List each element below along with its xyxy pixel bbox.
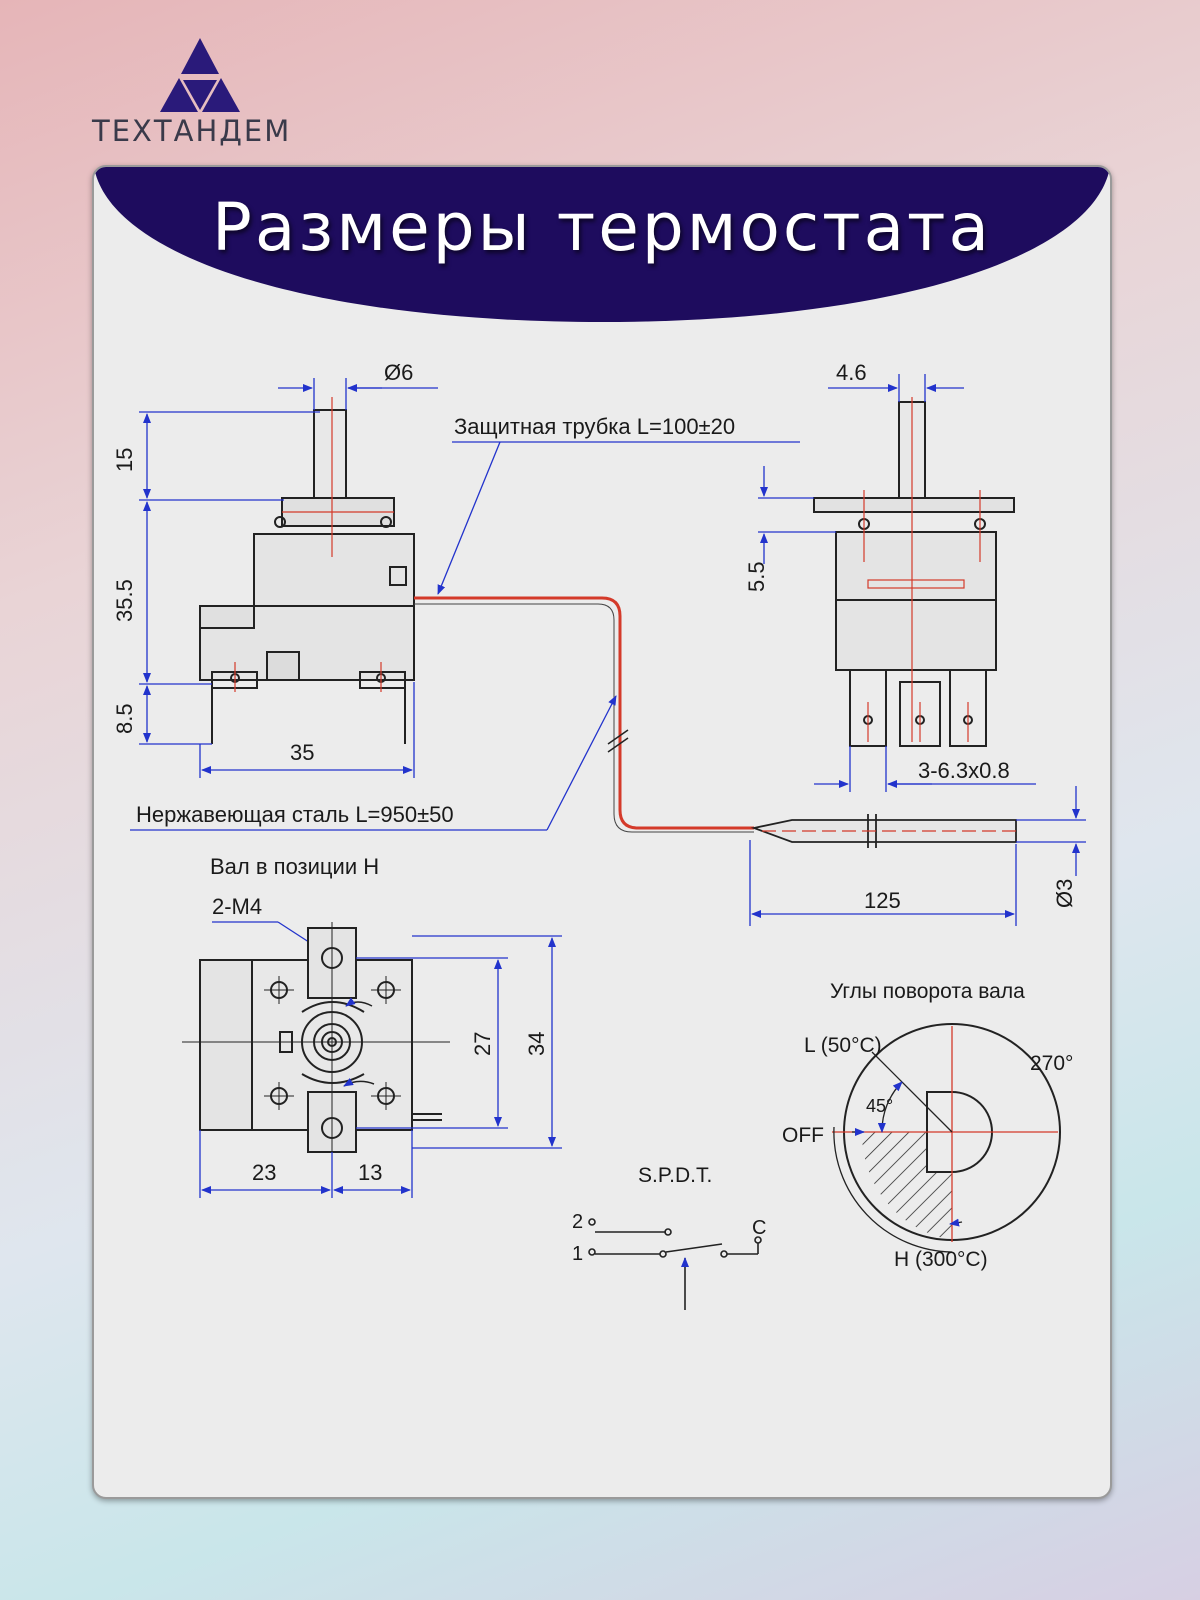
label-dim-23: 23 [252,1160,276,1185]
brand-name: ТЕХТАНДЕМ [92,114,292,148]
break-mark-2 [607,737,629,753]
rotation-angles [832,1023,1061,1253]
bottom-view-dimensions [199,935,562,1198]
logo-center-triangle [183,80,217,110]
title-banner [94,167,1110,322]
label-angle-270: 270° [1030,1052,1073,1075]
label-off-position: OFF [782,1124,824,1147]
label-dim-15: 15 [112,448,137,472]
label-shaft-width: 4.6 [836,360,867,385]
label-dim-35: 35 [290,740,314,765]
label-protective-tube: Защитная трубка L=100±20 [454,414,735,439]
label-dim-34: 34 [524,1032,549,1056]
label-dim-8-5: 8.5 [112,703,137,734]
break-mark-1 [607,729,629,745]
label-dim-5-5: 5.5 [744,561,769,592]
label-angle-45: 45° [866,1096,893,1116]
dimension-lines [139,374,1086,926]
label-rotation-title: Углы поворота вала [830,980,1025,1003]
label-bulb-length: 125 [864,888,901,913]
label-contact-c: C [752,1217,766,1239]
label-terminals: 3-6.3x0.8 [918,758,1010,783]
brand-logo [160,38,240,112]
bottom-view-centerlines [182,922,450,1162]
logo-left-triangle [160,78,198,112]
spdt-schematic [588,1218,762,1310]
label-dim-35-5: 35.5 [112,579,137,622]
side-view [813,401,1015,747]
diagram-card: Размеры термостата [92,165,1112,1499]
label-screws: 2-M4 [212,894,262,919]
label-low-position: L (50°C) [804,1034,882,1057]
page-title: Размеры термостата [212,189,992,266]
label-spdt-title: S.P.D.T. [638,1164,712,1187]
thermostat-drawing: Ø6 Защитная трубка L=100±20 15 35.5 8.5 … [112,360,1086,1310]
label-high-position: H (300°C) [894,1248,988,1271]
leader-lines [130,441,800,971]
label-contact-1: 1 [572,1243,583,1265]
front-view [199,409,415,744]
capillary-tube [414,596,754,830]
label-shaft-diameter: Ø6 [384,360,413,385]
rotation-arrow-lower [343,1078,375,1087]
logo-top-triangle [181,38,219,74]
side-view-centerlines [863,397,981,742]
label-shaft-position: Вал в позиции H [210,854,379,879]
logo-right-triangle [202,78,240,112]
front-view-centerlines [234,397,394,692]
rotation-arrow-upper [345,997,373,1007]
label-contact-2: 2 [572,1211,583,1233]
capillary-outline [414,603,754,833]
label-steel-capillary: Нержавеющая сталь L=950±50 [136,802,454,827]
label-dim-27: 27 [470,1032,495,1056]
side-view-slot [867,579,965,589]
label-bulb-diameter: Ø3 [1052,879,1077,908]
bottom-view [199,927,442,1153]
label-dim-13: 13 [358,1160,382,1185]
